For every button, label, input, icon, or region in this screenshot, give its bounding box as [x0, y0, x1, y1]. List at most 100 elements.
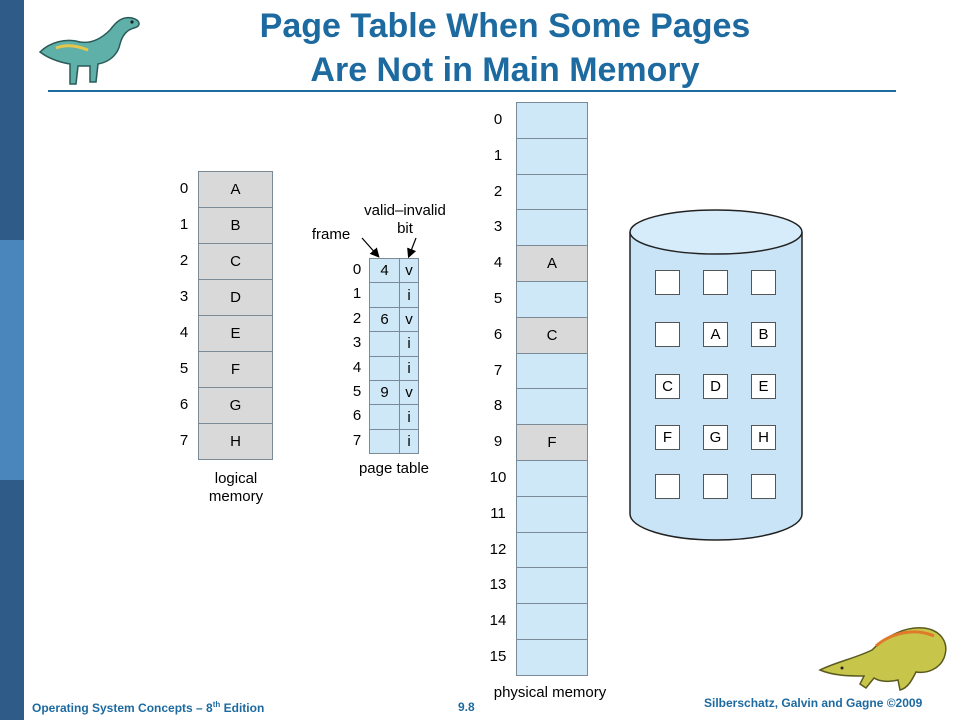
- physical-memory-index: 1: [493, 146, 503, 164]
- page-table-frame-cell: [369, 331, 400, 357]
- physical-memory-frame-cell: [516, 567, 588, 605]
- physical-memory-frame-cell: [516, 102, 588, 139]
- page-table-index: 1: [352, 285, 362, 303]
- logical-memory-label-line1: logical: [214, 470, 258, 487]
- physical-memory-index: 6: [493, 325, 503, 343]
- valid-invalid-bit-label: valid–invalid bit: [352, 202, 458, 238]
- disk-block: H: [751, 425, 776, 450]
- page-table-label: page table: [358, 460, 430, 477]
- disk-block: [655, 322, 680, 347]
- page-table-frame-cell: [369, 282, 400, 308]
- frame-label: frame: [311, 226, 351, 243]
- physical-memory-frame-cell: [516, 173, 588, 211]
- physical-memory-label: physical memory: [493, 684, 607, 701]
- page-table-bit-cell: v: [399, 258, 419, 284]
- page-table-index: 5: [352, 383, 362, 400]
- page-table-bit-cell: i: [399, 282, 419, 308]
- footer-edition-sup: th: [212, 700, 221, 709]
- disk-block: [655, 270, 680, 295]
- physical-memory-index: 2: [493, 182, 503, 200]
- valid-invalid-label-line2: bit: [397, 220, 413, 237]
- physical-memory-frame-cell: [516, 531, 588, 569]
- page-table-frame-cell: [369, 355, 400, 381]
- page-table-frame-cell: 4: [369, 258, 400, 284]
- disk-block: [751, 474, 776, 499]
- physical-memory-frame-cell: C: [516, 316, 588, 354]
- physical-memory-frame-cell: A: [516, 245, 588, 282]
- physical-memory-index: 8: [493, 397, 503, 415]
- page-table-index: 3: [352, 334, 362, 352]
- physical-memory-frame-cell: [516, 209, 588, 247]
- logical-memory-index: 7: [179, 432, 189, 449]
- logical-memory-page-cell: E: [198, 315, 273, 352]
- logical-memory-index: 4: [179, 324, 189, 341]
- logical-memory-index: 2: [179, 252, 189, 269]
- page-table-index: 0: [352, 261, 362, 278]
- dinosaur-logo: [38, 16, 140, 85]
- page-table-frame-cell: [369, 428, 400, 455]
- physical-memory-index: 0: [493, 111, 503, 128]
- disk-block: C: [655, 374, 680, 399]
- logical-memory-page-cell: A: [198, 171, 273, 208]
- logical-memory-index: 3: [179, 288, 189, 305]
- physical-memory-frame-cell: [516, 603, 588, 640]
- footer-book-title-text: Operating System Concepts – 8: [32, 701, 213, 715]
- page-table-frame-cell: 6: [369, 306, 400, 333]
- physical-memory-frame-cell: [516, 388, 588, 426]
- logical-memory-page-cell: H: [198, 423, 273, 460]
- disk-block: D: [703, 374, 728, 399]
- logical-memory-index: 1: [179, 216, 189, 233]
- physical-memory-index: 15: [489, 648, 507, 665]
- page-table-index: 6: [352, 407, 362, 425]
- physical-memory-index: 9: [493, 433, 503, 451]
- disk-block: [703, 270, 728, 295]
- disk-block: F: [655, 425, 680, 450]
- sidebar-top-band: [0, 0, 24, 240]
- physical-memory-index: 12: [489, 540, 507, 558]
- disk-block: [703, 474, 728, 499]
- title-line-1: Page Table When Some Pages: [259, 7, 751, 45]
- disk-block: [751, 270, 776, 295]
- physical-memory-index: 5: [493, 290, 503, 307]
- physical-memory-frame-cell: [516, 495, 588, 533]
- physical-memory-index: 11: [490, 504, 506, 522]
- logical-memory-page-cell: G: [198, 387, 273, 424]
- footer-authors: Silberschatz, Galvin and Gagne ©2009: [704, 696, 923, 710]
- disk-block: G: [703, 425, 728, 450]
- valid-invalid-label-line1: valid–invalid: [364, 202, 446, 219]
- title-underline: [48, 90, 896, 92]
- logical-memory-index: 6: [179, 396, 189, 413]
- physical-memory-index: 10: [489, 469, 507, 486]
- page-table-frame-cell: [369, 404, 400, 430]
- logical-memory-label: logical memory: [196, 470, 276, 506]
- disk-block: [655, 474, 680, 499]
- physical-memory-frame-cell: [516, 137, 588, 175]
- logical-memory-index: 5: [179, 360, 189, 377]
- physical-memory-frame-cell: F: [516, 424, 588, 461]
- logical-memory-page-cell: C: [198, 243, 273, 280]
- physical-memory-index: 14: [489, 612, 507, 630]
- physical-memory-frame-cell: [516, 639, 588, 676]
- page-table-bit-cell: v: [399, 380, 419, 406]
- page-title: Page Table When Some Pages Are Not in Ma…: [150, 4, 860, 92]
- page-table-index: 4: [352, 358, 362, 376]
- sidebar-bottom-band: [0, 480, 24, 720]
- page-table-index: 7: [352, 431, 362, 449]
- page-table-frame-cell: 9: [369, 380, 400, 406]
- logical-memory-page-cell: F: [198, 351, 273, 388]
- physical-memory-index: 7: [493, 361, 503, 379]
- page-table-bit-cell: i: [399, 355, 419, 381]
- physical-memory-frame-cell: [516, 281, 588, 318]
- title-line-2: Are Not in Main Memory: [310, 51, 700, 89]
- page-table-bit-cell: i: [399, 331, 419, 357]
- sidebar-middle-band: [0, 240, 24, 480]
- dinosaur-illustration: [818, 627, 947, 691]
- physical-memory-index: 13: [489, 576, 507, 594]
- footer-book-title: Operating System Concepts – 8th Edition: [32, 700, 264, 715]
- disk-block: B: [751, 322, 776, 347]
- disk-block: A: [703, 322, 728, 347]
- page-table-bit-cell: i: [399, 404, 419, 430]
- page-table-bit-cell: v: [399, 306, 419, 333]
- footer-edition-text: Edition: [220, 701, 265, 715]
